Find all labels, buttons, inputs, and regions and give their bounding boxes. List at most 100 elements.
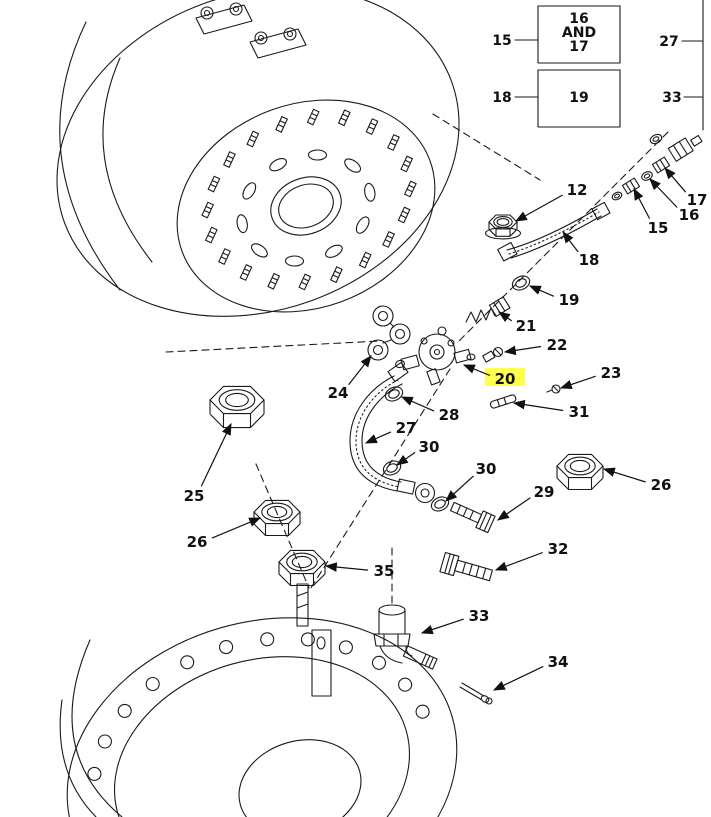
table-row2-left: 18 [492, 90, 511, 106]
callout-leader-arrow [562, 231, 579, 253]
callout-22: 22 [503, 336, 568, 356]
wheel-nut-25 [209, 385, 265, 429]
brake-hose-18 [497, 201, 611, 262]
table-row1-right: 27 [659, 34, 678, 50]
callout-number: 20 [495, 370, 516, 388]
callout-leader-arrow [364, 431, 392, 444]
callout-leader-arrow [512, 399, 564, 412]
rear-rim-outer-edge [59, 699, 97, 817]
callout-leader-arrow [664, 167, 687, 193]
front-wheel-rim [56, 0, 460, 317]
callout-number: 28 [439, 406, 460, 424]
hex-bolt-32 [439, 551, 493, 582]
wheel-nut-26-left [253, 499, 301, 537]
rim-inner-back-edge [102, 57, 153, 263]
callout-26: 26 [187, 517, 262, 551]
callout-leader-arrow [503, 345, 542, 356]
callout-number: 24 [328, 384, 349, 402]
callout-24: 24 [328, 355, 372, 402]
callout-31: 31 [512, 399, 589, 421]
callout-leader-arrow [420, 618, 464, 635]
callout-number: 25 [184, 487, 205, 505]
callout-leader-arrow [211, 517, 262, 539]
callout-number: 34 [548, 653, 569, 671]
o-ring-small-b [649, 133, 663, 145]
callout-number: 29 [534, 483, 555, 501]
callout-number: 26 [187, 533, 208, 551]
callout-28: 28 [400, 396, 460, 424]
valve-mount-plate [311, 629, 332, 697]
callout-leader-arrow [396, 451, 416, 466]
callout-leader-arrow [649, 178, 678, 208]
callout-number: 12 [567, 181, 588, 199]
callout-23: 23 [559, 364, 622, 390]
o-ring-small-a [611, 191, 623, 201]
callout-15: 15 [633, 187, 669, 237]
fitting-17 [651, 156, 671, 174]
callout-leader-arrow [497, 497, 531, 521]
valve-stud [296, 583, 309, 627]
o-ring-30b [430, 496, 450, 512]
wheel-hole-ring [236, 149, 376, 267]
table-row1-cell-line3: 17 [569, 39, 588, 55]
callout-16: 16 [649, 178, 700, 224]
wheel-top-brackets [195, 2, 307, 59]
callout-leader-arrow [445, 475, 474, 502]
wheel-stud-ring [201, 108, 417, 291]
spring-and-fitting-21 [465, 296, 511, 323]
rear-rim-back-edge [71, 639, 123, 817]
parts-table-labels: 15 16 AND 17 27 18 19 33 [492, 11, 681, 106]
wheel-nut-26-right [556, 453, 604, 491]
elbow-fitting-33 [373, 604, 438, 670]
callout-35: 35 [324, 562, 394, 580]
generated-art [87, 108, 604, 781]
callout-leader-arrow [492, 665, 544, 691]
callout-29: 29 [497, 483, 555, 521]
callout-18: 18 [562, 231, 600, 269]
callout-20: 20 [462, 364, 525, 388]
callout-leader-arrow [498, 311, 513, 323]
callout-leader-arrow [348, 355, 372, 386]
table-row1-cell-line2: AND [562, 25, 596, 41]
valve-nut-35 [278, 549, 326, 587]
callout-21: 21 [498, 311, 537, 335]
callout-number: 33 [469, 607, 490, 625]
callout-19: 19 [528, 285, 579, 309]
parts-table [514, 0, 704, 131]
callout-number: 30 [476, 460, 497, 478]
callout-leader-arrow [494, 551, 544, 571]
callout-25: 25 [184, 422, 232, 505]
callout-number: 23 [601, 364, 622, 382]
callout-26: 26 [602, 467, 672, 494]
callout-number: 22 [547, 336, 568, 354]
hose-end-connector [667, 134, 703, 162]
pin-34 [459, 682, 493, 705]
table-row1-left: 15 [492, 33, 511, 49]
callout-leader-arrow [602, 467, 646, 483]
o-ring-19 [511, 275, 531, 291]
callout-number: 16 [679, 206, 700, 224]
callout-leader-arrow [559, 375, 596, 390]
callout-number: 15 [648, 219, 669, 237]
callout-number: 30 [419, 438, 440, 456]
callout-33: 33 [420, 607, 490, 635]
callout-leader-arrow [462, 364, 491, 376]
callout-number: 21 [516, 317, 537, 335]
callout-30: 30 [445, 460, 497, 502]
callout-number: 17 [687, 191, 708, 209]
screw-23 [546, 384, 561, 394]
flange-nut-12 [484, 214, 522, 240]
rear-wheel-rim [59, 583, 458, 817]
callout-number: 26 [651, 476, 672, 494]
valve-body-20 [395, 326, 476, 386]
callout-number: 18 [579, 251, 600, 269]
banjo-bolt-29 [449, 501, 496, 534]
fitting-15 [621, 177, 641, 195]
table-row2-right: 33 [662, 90, 681, 106]
pin-31 [489, 394, 517, 409]
o-ring-28 [384, 386, 404, 402]
brake-hose-27 [349, 361, 436, 504]
